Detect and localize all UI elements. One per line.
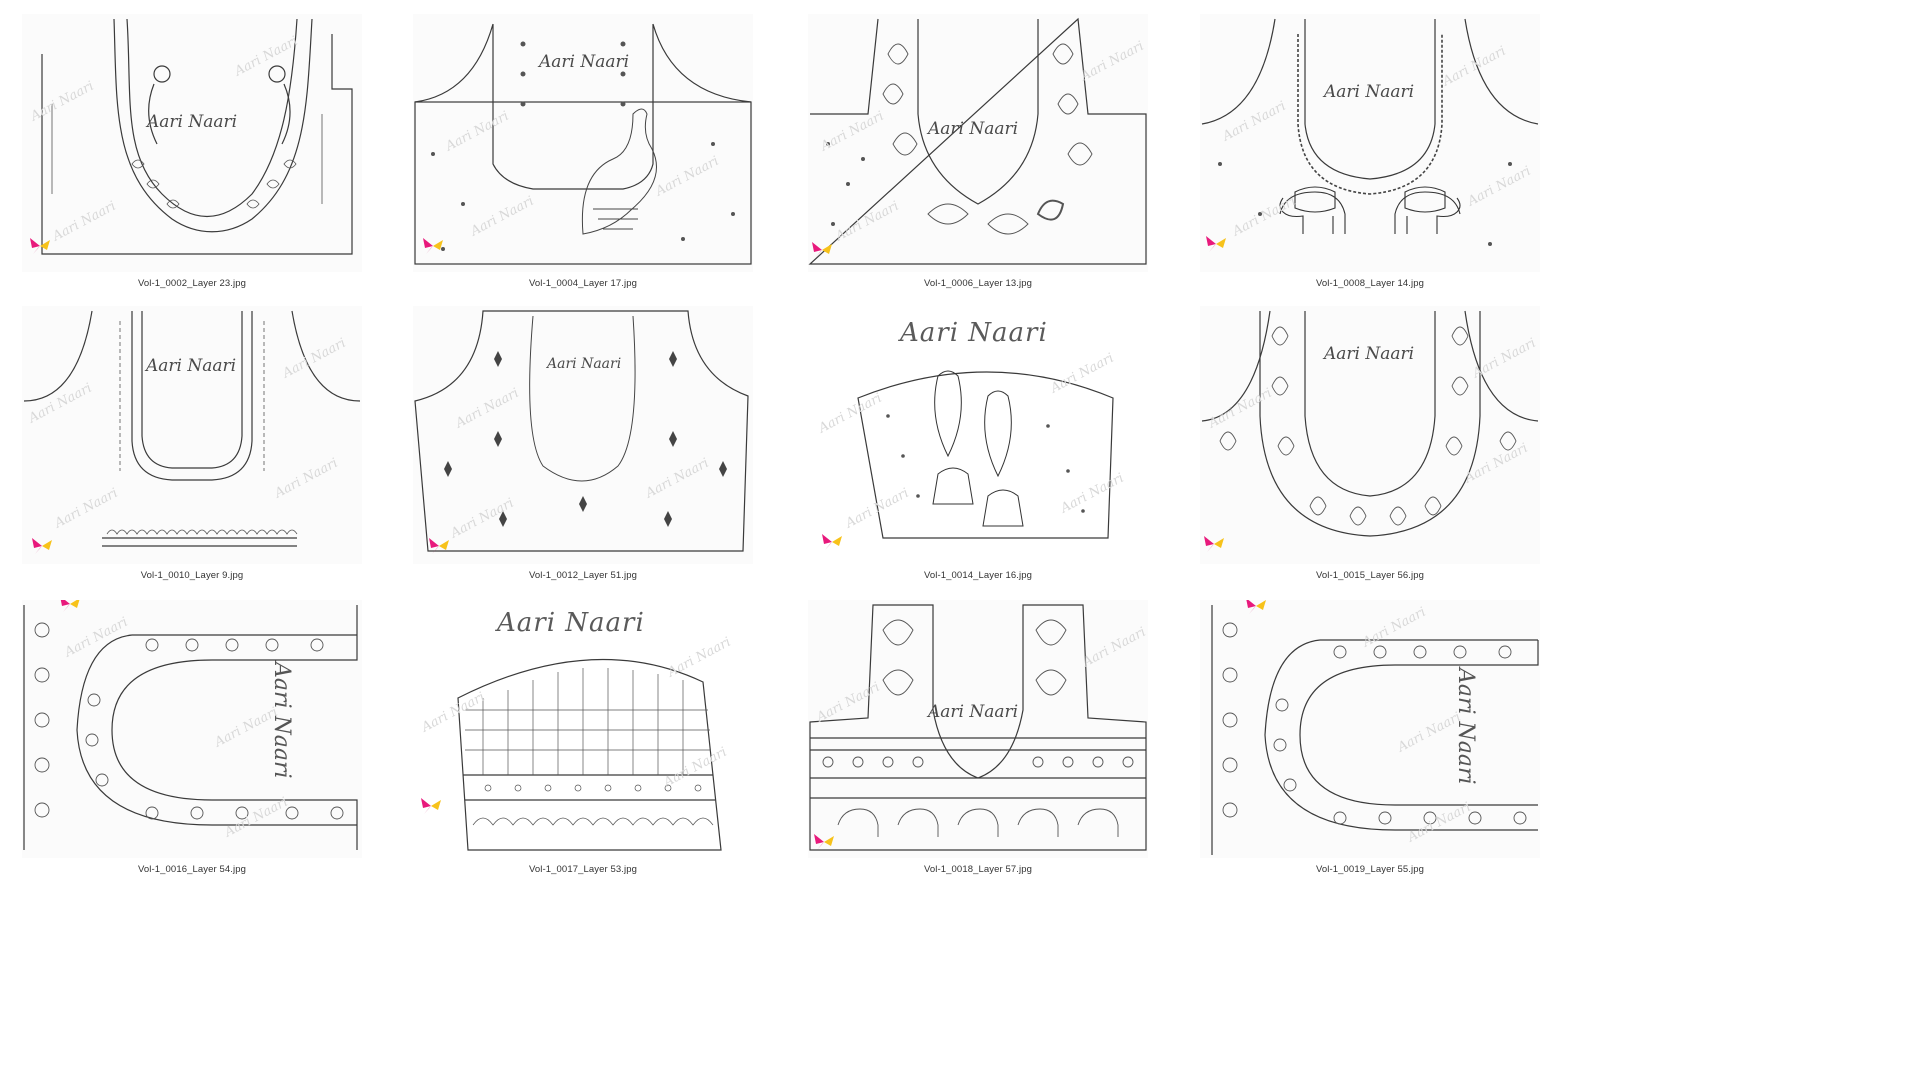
brand-label: Aari Naari [928, 702, 1019, 722]
design-caption: Vol-1_0017_Layer 53.jpg [529, 864, 637, 875]
design-caption: Vol-1_0015_Layer 56.jpg [1316, 570, 1424, 581]
design-sketch[interactable]: Aari Naari Aari Naari Aari Naari Aari Na… [808, 306, 1148, 564]
design-caption: Vol-1_0004_Layer 17.jpg [529, 278, 637, 289]
butterfly-logo-icon [30, 238, 50, 254]
design-gallery-grid: Aari Naari Aari Naari Aari Naari Aari Na… [22, 14, 1540, 875]
design-tile[interactable]: Aari Naari Aari Naari Aari Naari Aari Na… [413, 600, 753, 875]
butterfly-logo-icon [1246, 600, 1266, 614]
design-sketch[interactable]: Aari Naari Aari Naari Aari Naari Aari Na… [1200, 600, 1540, 858]
design-sketch[interactable]: Aari Naari Aari Naari Aari Naari [808, 600, 1148, 858]
brand-label: Aari Naari [147, 112, 238, 132]
butterfly-logo-icon [421, 798, 441, 814]
design-tile[interactable]: Aari Naari Aari Naari Aari Naari Aari Na… [1200, 14, 1540, 289]
brand-heading: Aari Naari [497, 608, 645, 638]
design-sketch[interactable]: Aari Naari Aari Naari Aari Naari Aari Na… [1200, 14, 1540, 272]
design-tile[interactable]: Aari Naari Aari Naari Aari Naari Aari Na… [808, 306, 1148, 581]
design-sketch[interactable]: Aari Naari Aari Naari Aari Naari Aari Na… [413, 306, 753, 564]
design-tile[interactable]: Aari Naari Aari Naari Aari Naari Aari Na… [808, 14, 1148, 289]
design-tile[interactable]: Aari Naari Aari Naari Aari Naari Aari Na… [22, 14, 362, 289]
design-caption: Vol-1_0019_Layer 55.jpg [1316, 864, 1424, 875]
butterfly-logo-icon [60, 600, 80, 612]
design-caption: Vol-1_0010_Layer 9.jpg [140, 570, 244, 581]
design-caption: Vol-1_0016_Layer 54.jpg [138, 864, 246, 875]
design-sketch[interactable]: Aari Naari Aari Naari Aari Naari Aari Na… [22, 14, 362, 272]
brand-heading: Aari Naari [900, 318, 1048, 348]
brand-label: Aari Naari [1324, 344, 1415, 364]
butterfly-logo-icon [822, 534, 842, 550]
design-tile[interactable]: Aari Naari Aari Naari Aari Naari Aari Na… [1200, 306, 1540, 581]
design-sketch[interactable]: Aari Naari Aari Naari Aari Naari Aari Na… [808, 14, 1148, 272]
design-tile[interactable]: Aari Naari Aari Naari Aari Naari Aari Na… [413, 306, 753, 581]
design-sketch[interactable]: Aari Naari Aari Naari Aari Naari Aari Na… [413, 14, 753, 272]
butterfly-logo-icon [1206, 236, 1226, 252]
design-tile[interactable]: Aari Naari Aari Naari Aari Naari Aari Na… [413, 14, 753, 289]
brand-label: Aari Naari [1324, 82, 1415, 102]
brand-label: Aari Naari [146, 356, 237, 376]
design-tile[interactable]: Aari Naari Aari Naari Aari Naari Vol-1_0… [808, 600, 1148, 875]
brand-label: Aari Naari [547, 356, 622, 372]
butterfly-logo-icon [429, 538, 449, 554]
design-sketch[interactable]: Aari Naari Aari Naari Aari Naari Aari Na… [1200, 306, 1540, 564]
design-caption: Vol-1_0018_Layer 57.jpg [924, 864, 1032, 875]
brand-label: Aari Naari [928, 119, 1019, 139]
design-tile[interactable]: Aari Naari Aari Naari Aari Naari Aari Na… [22, 306, 362, 581]
design-caption: Vol-1_0006_Layer 13.jpg [924, 278, 1032, 289]
design-caption: Vol-1_0014_Layer 16.jpg [924, 570, 1032, 581]
design-caption: Vol-1_0012_Layer 51.jpg [529, 570, 637, 581]
design-caption: Vol-1_0002_Layer 23.jpg [138, 278, 246, 289]
butterfly-logo-icon [32, 538, 52, 554]
design-tile[interactable]: Aari Naari Aari Naari Aari Naari Aari Na… [22, 600, 362, 875]
butterfly-logo-icon [814, 834, 834, 850]
design-sketch[interactable]: Aari Naari Aari Naari Aari Naari Aari Na… [413, 600, 753, 858]
design-tile[interactable]: Aari Naari Aari Naari Aari Naari Aari Na… [1200, 600, 1540, 875]
butterfly-logo-icon [423, 238, 443, 254]
butterfly-logo-icon [1204, 536, 1224, 552]
design-sketch[interactable]: Aari Naari Aari Naari Aari Naari Aari Na… [22, 600, 362, 858]
design-sketch[interactable]: Aari Naari Aari Naari Aari Naari Aari Na… [22, 306, 362, 564]
butterfly-logo-icon [812, 242, 832, 258]
design-caption: Vol-1_0008_Layer 14.jpg [1316, 278, 1424, 289]
brand-label: Aari Naari [539, 52, 630, 72]
